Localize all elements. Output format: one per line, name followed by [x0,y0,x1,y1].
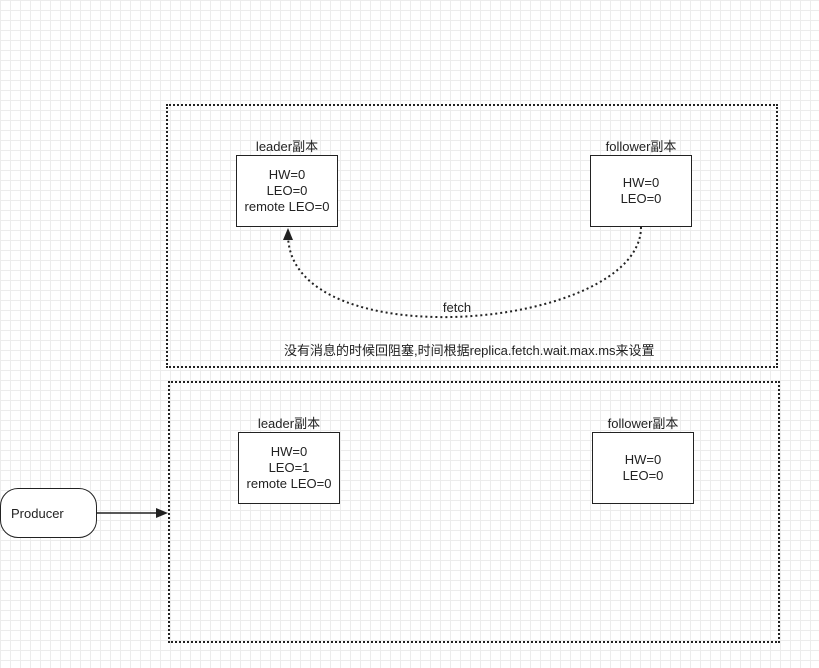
top-follower-leo: LEO=0 [620,191,662,206]
top-leader-hw: HW=0 [268,167,306,182]
bottom-leader-box[interactable]: HW=0 LEO=1 remote LEO=0 [238,432,340,504]
top-leader-title: leader副本 [255,139,319,154]
top-follower-box[interactable]: HW=0 LEO=0 [590,155,692,227]
producer-label: Producer [11,505,64,521]
bottom-leader-leo: LEO=1 [268,460,310,475]
bottom-replica-group [168,381,780,643]
bottom-follower-title: follower副本 [607,416,679,431]
top-leader-leo: LEO=0 [266,183,308,198]
bottom-follower-hw: HW=0 [624,452,662,467]
top-follower-hw: HW=0 [622,175,660,190]
fetch-arrow [287,226,642,318]
bottom-leader-hw: HW=0 [270,444,308,459]
top-leader-box[interactable]: HW=0 LEO=0 remote LEO=0 [236,155,338,227]
blocking-note: 没有消息的时候回阻塞,时间根据replica.fetch.wait.max.ms… [284,343,655,358]
bottom-leader-title: leader副本 [257,416,321,431]
producer-arrowhead [156,508,168,518]
bottom-follower-box[interactable]: HW=0 LEO=0 [592,432,694,504]
bottom-follower-leo: LEO=0 [622,468,664,483]
top-follower-title: follower副本 [605,139,677,154]
bottom-leader-remote-leo: remote LEO=0 [246,476,332,491]
fetch-label: fetch [442,300,472,315]
producer-node[interactable]: Producer [0,488,97,538]
top-leader-remote-leo: remote LEO=0 [244,199,330,214]
fetch-arrowhead [283,228,293,240]
top-replica-group [166,104,778,368]
